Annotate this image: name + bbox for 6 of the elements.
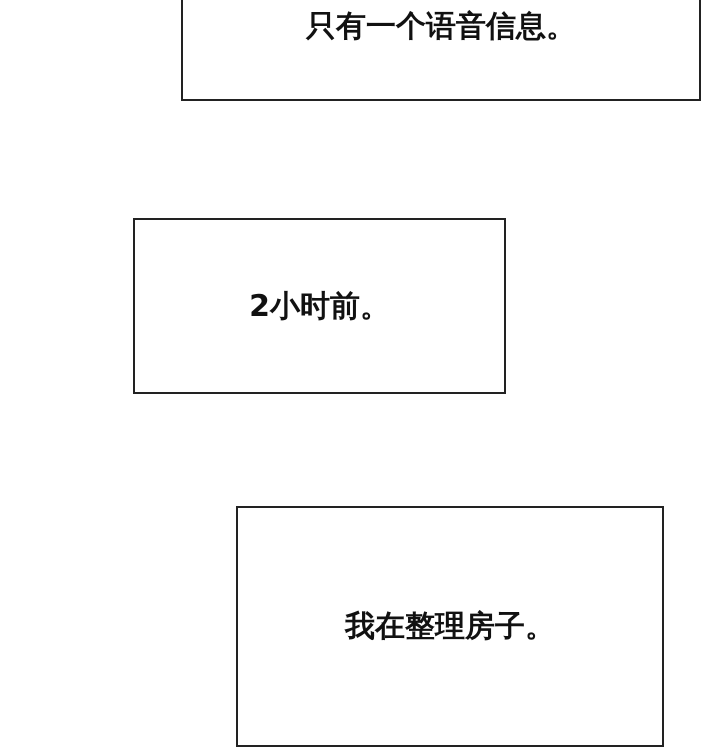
caption-box: [133, 218, 506, 394]
caption-box: [236, 506, 664, 747]
caption-text: 我在整理房子。: [345, 608, 555, 646]
caption-text: 2小时前。: [249, 288, 390, 326]
caption-box: [181, 0, 701, 101]
caption-text: 只有一个语音信息。: [306, 8, 576, 46]
